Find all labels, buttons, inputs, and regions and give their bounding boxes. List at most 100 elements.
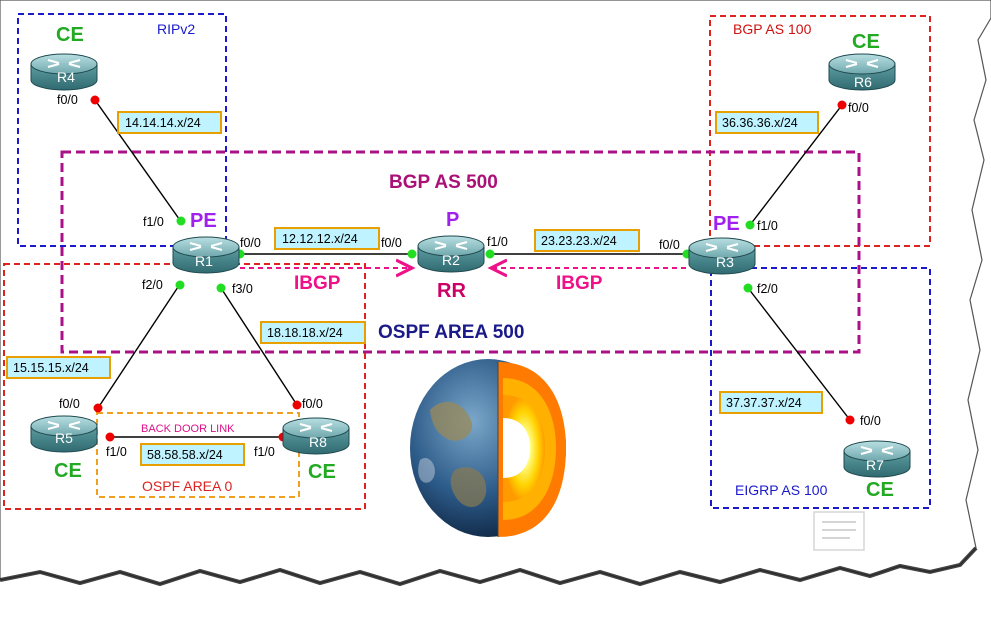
svg-text:15.15.15.x/24: 15.15.15.x/24 xyxy=(13,361,89,375)
router-arrows-icon xyxy=(299,423,333,432)
router-icon-top xyxy=(172,236,240,258)
network-label-r3-r7: 37.37.37.x/24 xyxy=(719,391,823,414)
router-arrows-icon xyxy=(845,59,879,68)
router-r7[interactable] xyxy=(843,440,911,478)
router-arrows-icon xyxy=(47,421,81,430)
bgp-as-100-region xyxy=(709,15,931,247)
router-icon-top xyxy=(688,237,756,259)
router-r6[interactable] xyxy=(828,53,896,91)
ripv2-region xyxy=(17,13,227,247)
router-name-r7: R7 xyxy=(866,457,884,473)
intf-r1-f30: f3/0 xyxy=(232,282,253,296)
dot-r5-f00 xyxy=(93,403,103,413)
watermark-logo xyxy=(813,511,865,551)
intf-r1-f20: f2/0 xyxy=(142,278,163,292)
dot-r8-f00 xyxy=(292,400,302,410)
link-r3-r6 xyxy=(749,104,843,226)
dot-r3-f20 xyxy=(743,283,753,293)
network-label-r1-r4: 14.14.14.x/24 xyxy=(117,111,222,134)
svg-text:12.12.12.x/24: 12.12.12.x/24 xyxy=(282,232,358,246)
ospf-area-0-region xyxy=(96,412,300,498)
router-arrows-icon xyxy=(189,242,223,251)
router-name-r5: R5 xyxy=(55,430,73,446)
ospf-area-500-label: OSPF AREA 500 xyxy=(378,322,524,343)
router-r3[interactable] xyxy=(688,237,756,275)
svg-text:14.14.14.x/24: 14.14.14.x/24 xyxy=(125,116,201,130)
router-name-r8: R8 xyxy=(309,434,327,450)
intf-r2-f00: f0/0 xyxy=(381,236,402,250)
router-r4[interactable] xyxy=(30,53,98,91)
router-icon-top xyxy=(843,440,911,462)
svg-text:23.23.23.x/24: 23.23.23.x/24 xyxy=(541,234,617,248)
role-r2-p: P xyxy=(446,209,459,231)
router-arrows-icon xyxy=(47,59,81,68)
dot-r6-f00 xyxy=(837,100,847,110)
router-name-r1: R1 xyxy=(195,253,213,269)
router-r8[interactable] xyxy=(282,417,350,455)
intf-r6-f00: f0/0 xyxy=(848,101,869,115)
role-r8: CE xyxy=(308,461,336,483)
router-icon-top xyxy=(30,415,98,437)
dot-r1-f10 xyxy=(176,216,186,226)
back-door-link-label: BACK DOOR LINK xyxy=(141,423,235,435)
dot-r3-f10 xyxy=(745,220,755,230)
dot-r1-f30 xyxy=(216,283,226,293)
network-label-r2-r3: 23.23.23.x/24 xyxy=(534,229,640,252)
bgp-as-500-label: BGP AS 500 xyxy=(389,172,498,193)
dot-r5-f10 xyxy=(105,432,115,442)
ripv2-label: RIPv2 xyxy=(157,21,195,37)
intf-r1-f00: f0/0 xyxy=(240,236,261,250)
ospf-area-0-label: OSPF AREA 0 xyxy=(142,478,232,494)
router-r1[interactable] xyxy=(172,236,240,274)
dot-r4-f00 xyxy=(90,95,100,105)
router-r2[interactable] xyxy=(417,235,485,273)
link-r4-r1 xyxy=(94,99,183,224)
torn-paper-shadow xyxy=(0,546,978,587)
router-name-r3: R3 xyxy=(716,254,734,270)
router-icon-top xyxy=(282,417,350,439)
router-name-r2: R2 xyxy=(442,252,460,268)
intf-r5-f00: f0/0 xyxy=(59,397,80,411)
intf-r4-f00: f0/0 xyxy=(57,93,78,107)
dot-r2-f00 xyxy=(407,249,417,259)
router-name-r6: R6 xyxy=(854,74,872,90)
link-r1-r8 xyxy=(220,287,298,406)
svg-text:36.36.36.x/24: 36.36.36.x/24 xyxy=(722,116,798,130)
intf-r5-f10: f1/0 xyxy=(106,445,127,459)
role-r5: CE xyxy=(54,460,82,482)
router-arrows-icon xyxy=(705,243,739,252)
intf-r7-f00: f0/0 xyxy=(860,414,881,428)
router-icon-top xyxy=(828,53,896,75)
earth-cutaway-image xyxy=(410,359,566,537)
ibgp-label-right: IBGP xyxy=(556,273,603,294)
router-icon-top xyxy=(417,235,485,257)
role-r6: CE xyxy=(852,31,880,53)
network-label-r1-r8: 18.18.18.x/24 xyxy=(260,321,366,344)
svg-text:37.37.37.x/24: 37.37.37.x/24 xyxy=(726,396,802,410)
router-arrows-icon xyxy=(860,446,894,455)
intf-r8-f10: f1/0 xyxy=(254,445,275,459)
intf-r3-f10: f1/0 xyxy=(757,219,778,233)
role-r7: CE xyxy=(866,479,894,501)
dot-r7-f00 xyxy=(845,415,855,425)
svg-text:58.58.58.x/24: 58.58.58.x/24 xyxy=(147,448,223,462)
role-r4: CE xyxy=(56,24,84,46)
network-label-r3-r6: 36.36.36.x/24 xyxy=(715,111,819,134)
network-label-r5-r8: 58.58.58.x/24 xyxy=(140,443,245,466)
link-r1-r5 xyxy=(97,283,181,409)
intf-r2-f10: f1/0 xyxy=(487,235,508,249)
router-r5[interactable] xyxy=(30,415,98,453)
router-name-r4: R4 xyxy=(57,69,75,85)
svg-text:18.18.18.x/24: 18.18.18.x/24 xyxy=(267,326,343,340)
role-r1: PE xyxy=(190,210,217,232)
ibgp-label-left: IBGP xyxy=(294,273,341,294)
bgp-as-100-label: BGP AS 100 xyxy=(733,21,812,37)
eigrp-as-100-label: EIGRP AS 100 xyxy=(735,482,828,498)
intf-r3-f20: f2/0 xyxy=(757,282,778,296)
link-r3-r7 xyxy=(747,287,851,421)
role-r2-rr: RR xyxy=(437,280,466,302)
network-label-r1-r2: 12.12.12.x/24 xyxy=(274,227,380,250)
router-icon-top xyxy=(30,53,98,75)
role-r3: PE xyxy=(713,213,740,235)
